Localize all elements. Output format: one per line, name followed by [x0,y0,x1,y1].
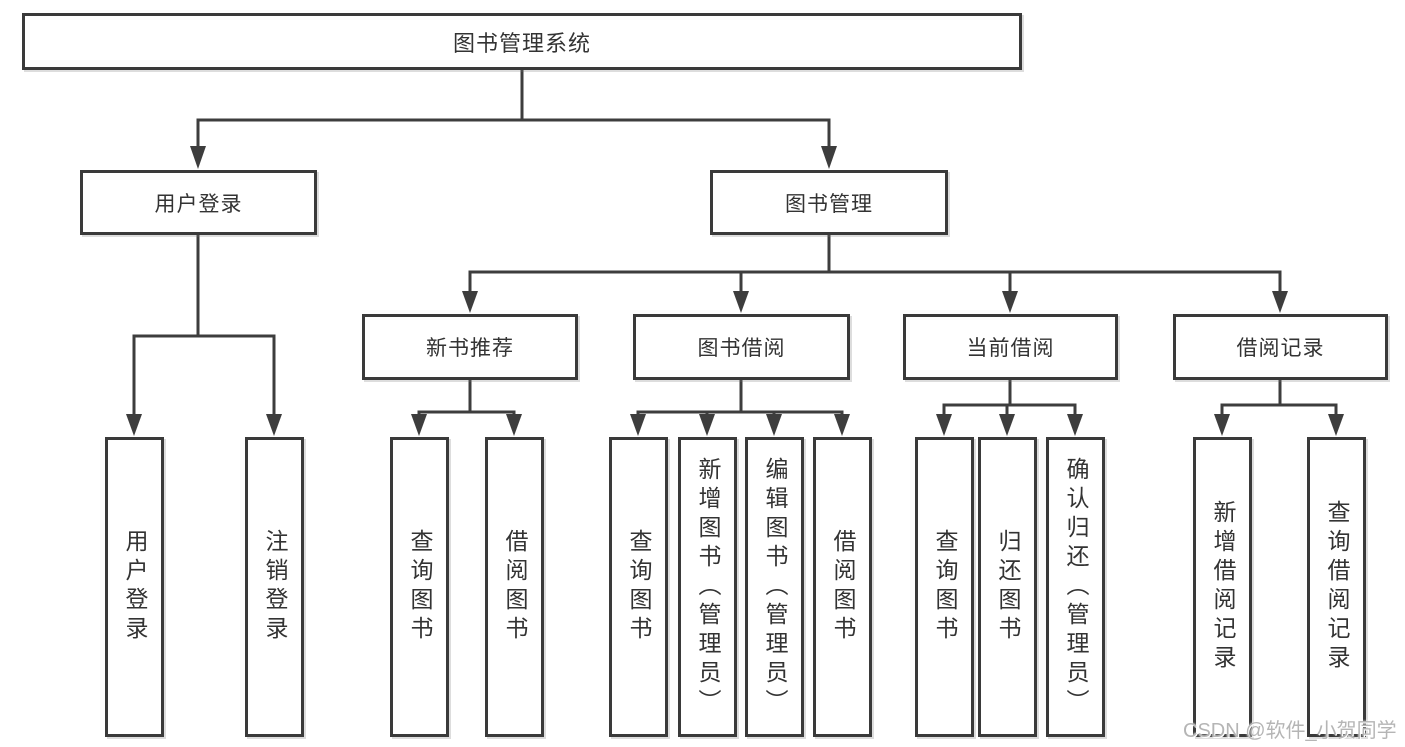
leaf-query-books-borrow: 查询图书 [609,437,668,737]
leaf-borrow-books: 借阅图书 [813,437,872,737]
leaf-return-books: 归还图书 [978,437,1037,737]
node-new-book-recommend: 新书推荐 [362,314,578,380]
node-library-management-system: 图书管理系统 [22,13,1022,70]
leaf-query-books-recommend: 查询图书 [390,437,449,737]
leaf-logout: 注销登录 [245,437,304,737]
node-current-borrow: 当前借阅 [903,314,1118,380]
node-book-management: 图书管理 [710,170,948,235]
leaf-user-login: 用户登录 [105,437,164,737]
node-book-borrow: 图书借阅 [633,314,850,380]
leaf-borrow-books-recommend: 借阅图书 [485,437,544,737]
csdn-watermark: CSDN @软件_小贺同学 [1183,720,1397,742]
node-borrow-records: 借阅记录 [1173,314,1388,380]
leaf-query-books-current: 查询图书 [915,437,974,737]
leaf-edit-books-admin: 编辑图书（管理员） [745,437,804,737]
leaf-confirm-return-admin: 确认归还（管理员） [1046,437,1105,737]
leaf-add-borrow-record: 新增借阅记录 [1193,437,1252,737]
leaf-query-borrow-record: 查询借阅记录 [1307,437,1366,737]
node-user-login: 用户登录 [80,170,317,235]
leaf-add-books-admin: 新增图书（管理员） [678,437,737,737]
